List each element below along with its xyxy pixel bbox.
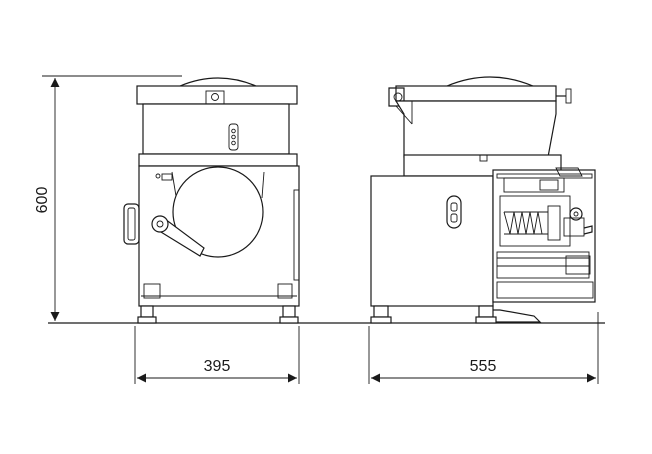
front-width-dimension: 395 bbox=[134, 326, 300, 384]
front-width-dimension-label: 395 bbox=[204, 358, 231, 375]
front-lid-dome bbox=[179, 77, 257, 87]
side-lid-dome bbox=[446, 76, 534, 87]
front-view bbox=[123, 77, 300, 324]
side-foot-left bbox=[373, 305, 389, 318]
side-oval-knob bbox=[446, 195, 462, 229]
side-view bbox=[370, 76, 596, 324]
side-lid bbox=[395, 85, 557, 102]
side-depth-dimension-label: 555 bbox=[470, 358, 497, 375]
front-bowl bbox=[142, 103, 290, 155]
side-skid bbox=[488, 309, 542, 323]
side-spring bbox=[503, 211, 543, 235]
height-dimension-label: 600 bbox=[34, 187, 51, 214]
side-base-body bbox=[370, 175, 494, 307]
front-discharge-disc bbox=[172, 166, 264, 258]
front-side-handle bbox=[123, 203, 140, 245]
side-depth-dimension: 555 bbox=[368, 312, 599, 384]
front-foot-left bbox=[140, 305, 154, 318]
front-foot-right bbox=[282, 305, 296, 318]
height-dimension: 600 bbox=[34, 75, 182, 321]
front-lid bbox=[136, 85, 298, 105]
side-bowl bbox=[394, 100, 557, 158]
side-foot-right bbox=[478, 305, 494, 318]
